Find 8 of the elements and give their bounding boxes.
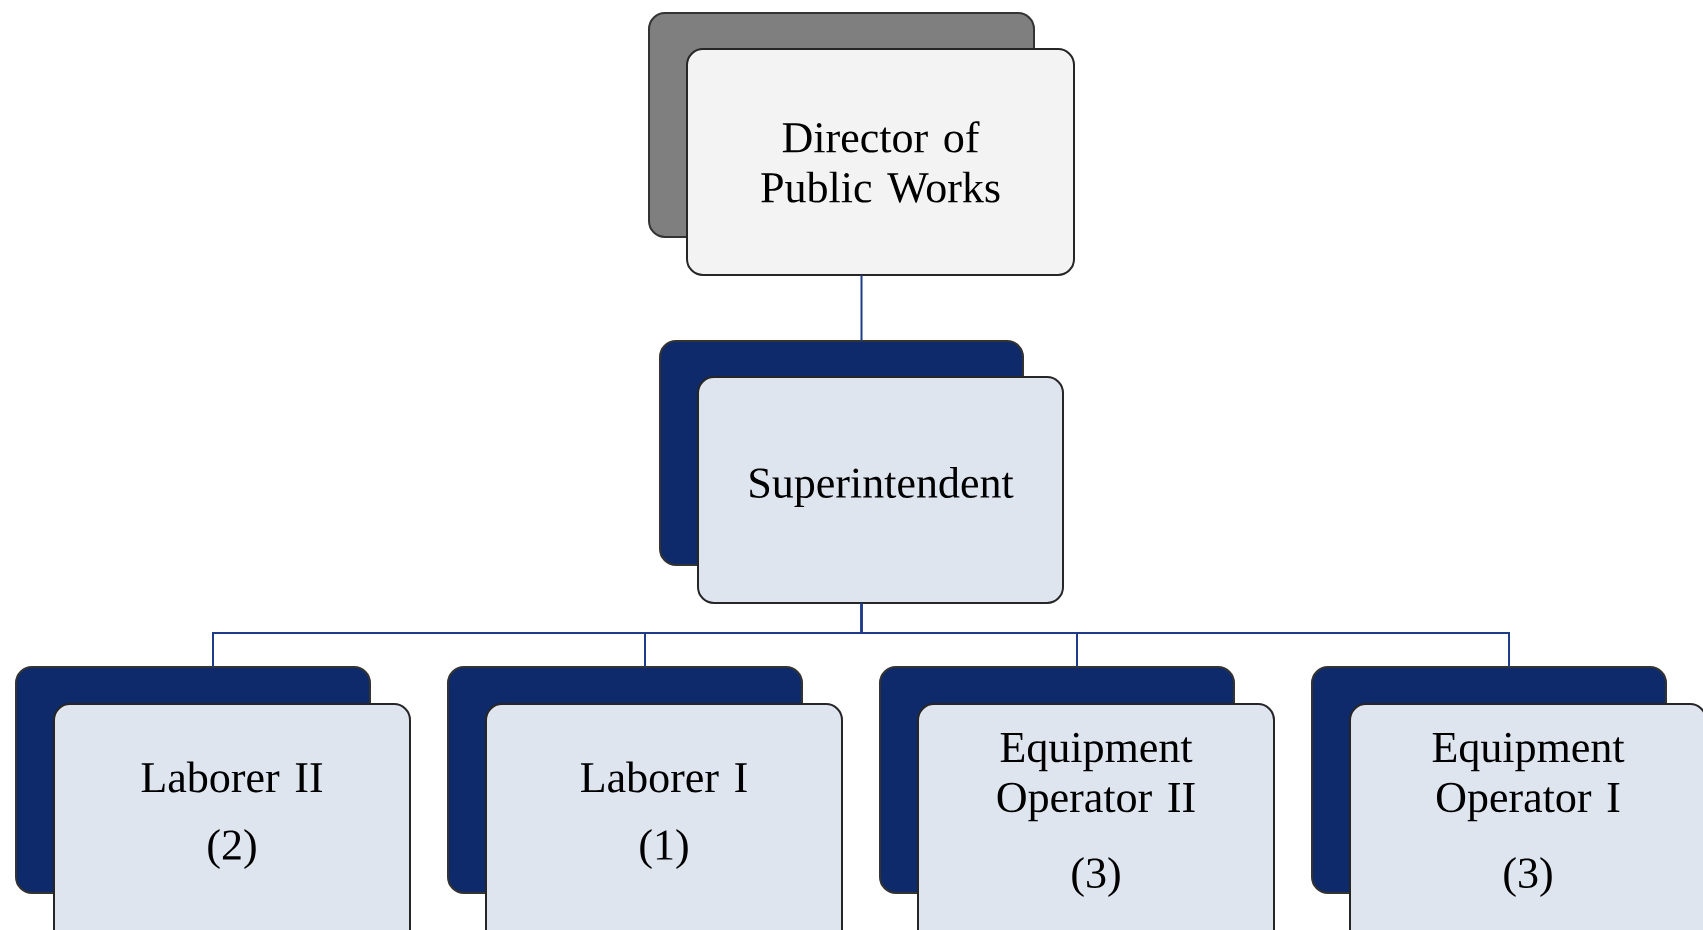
- org-box: Director of Public Works: [648, 12, 1075, 276]
- org-box: Superintendent: [659, 340, 1064, 604]
- org-box: Equipment Operator II (3): [879, 666, 1275, 930]
- org-box: Equipment Operator I (3): [1311, 666, 1703, 930]
- connector-line: [860, 602, 1510, 668]
- connector-line: [860, 274, 863, 342]
- org-box: Laborer I (1): [447, 666, 843, 930]
- org-box: Laborer II (2): [15, 666, 411, 930]
